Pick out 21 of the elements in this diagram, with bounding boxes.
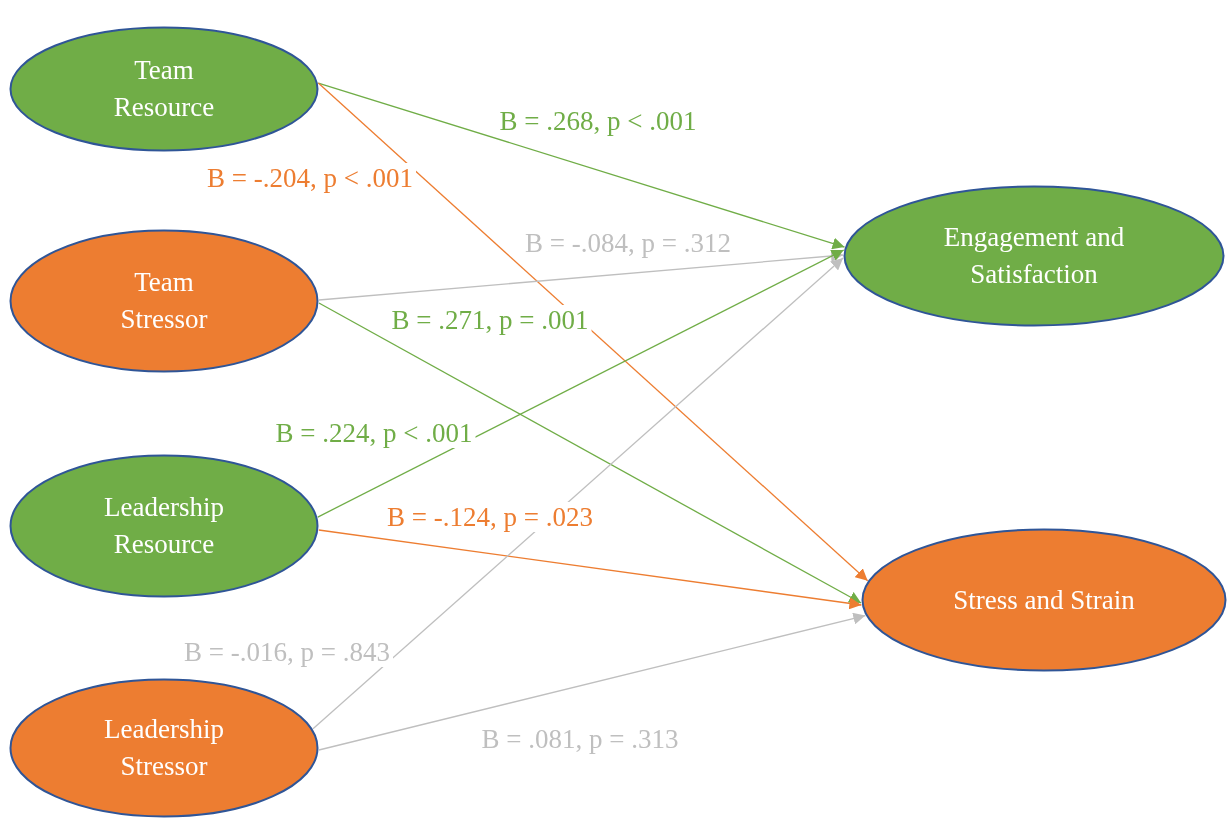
oval-node [9, 678, 319, 818]
oval-node [861, 528, 1227, 672]
arrow [318, 250, 844, 301]
node-label: Team Resource [112, 54, 216, 124]
arrow [318, 302, 862, 604]
arrow [318, 529, 863, 610]
oval-node [9, 26, 319, 152]
oval-node [9, 229, 319, 373]
arrow [317, 82, 846, 250]
node-label: Engagement and Satisfaction [942, 221, 1126, 291]
node-label: Stress and Strain [953, 583, 1135, 617]
node-label: Leadership Stressor [103, 713, 225, 783]
edge-label: B = -.204, p < .001 [204, 163, 416, 193]
arrow [318, 612, 866, 751]
node-label: Team Stressor [119, 266, 209, 336]
oval-node [9, 454, 319, 598]
node-label: Leadership Resource [103, 491, 225, 561]
arrow [317, 82, 869, 582]
arrow [312, 257, 844, 730]
oval-node [843, 185, 1225, 327]
arrow [317, 249, 845, 518]
